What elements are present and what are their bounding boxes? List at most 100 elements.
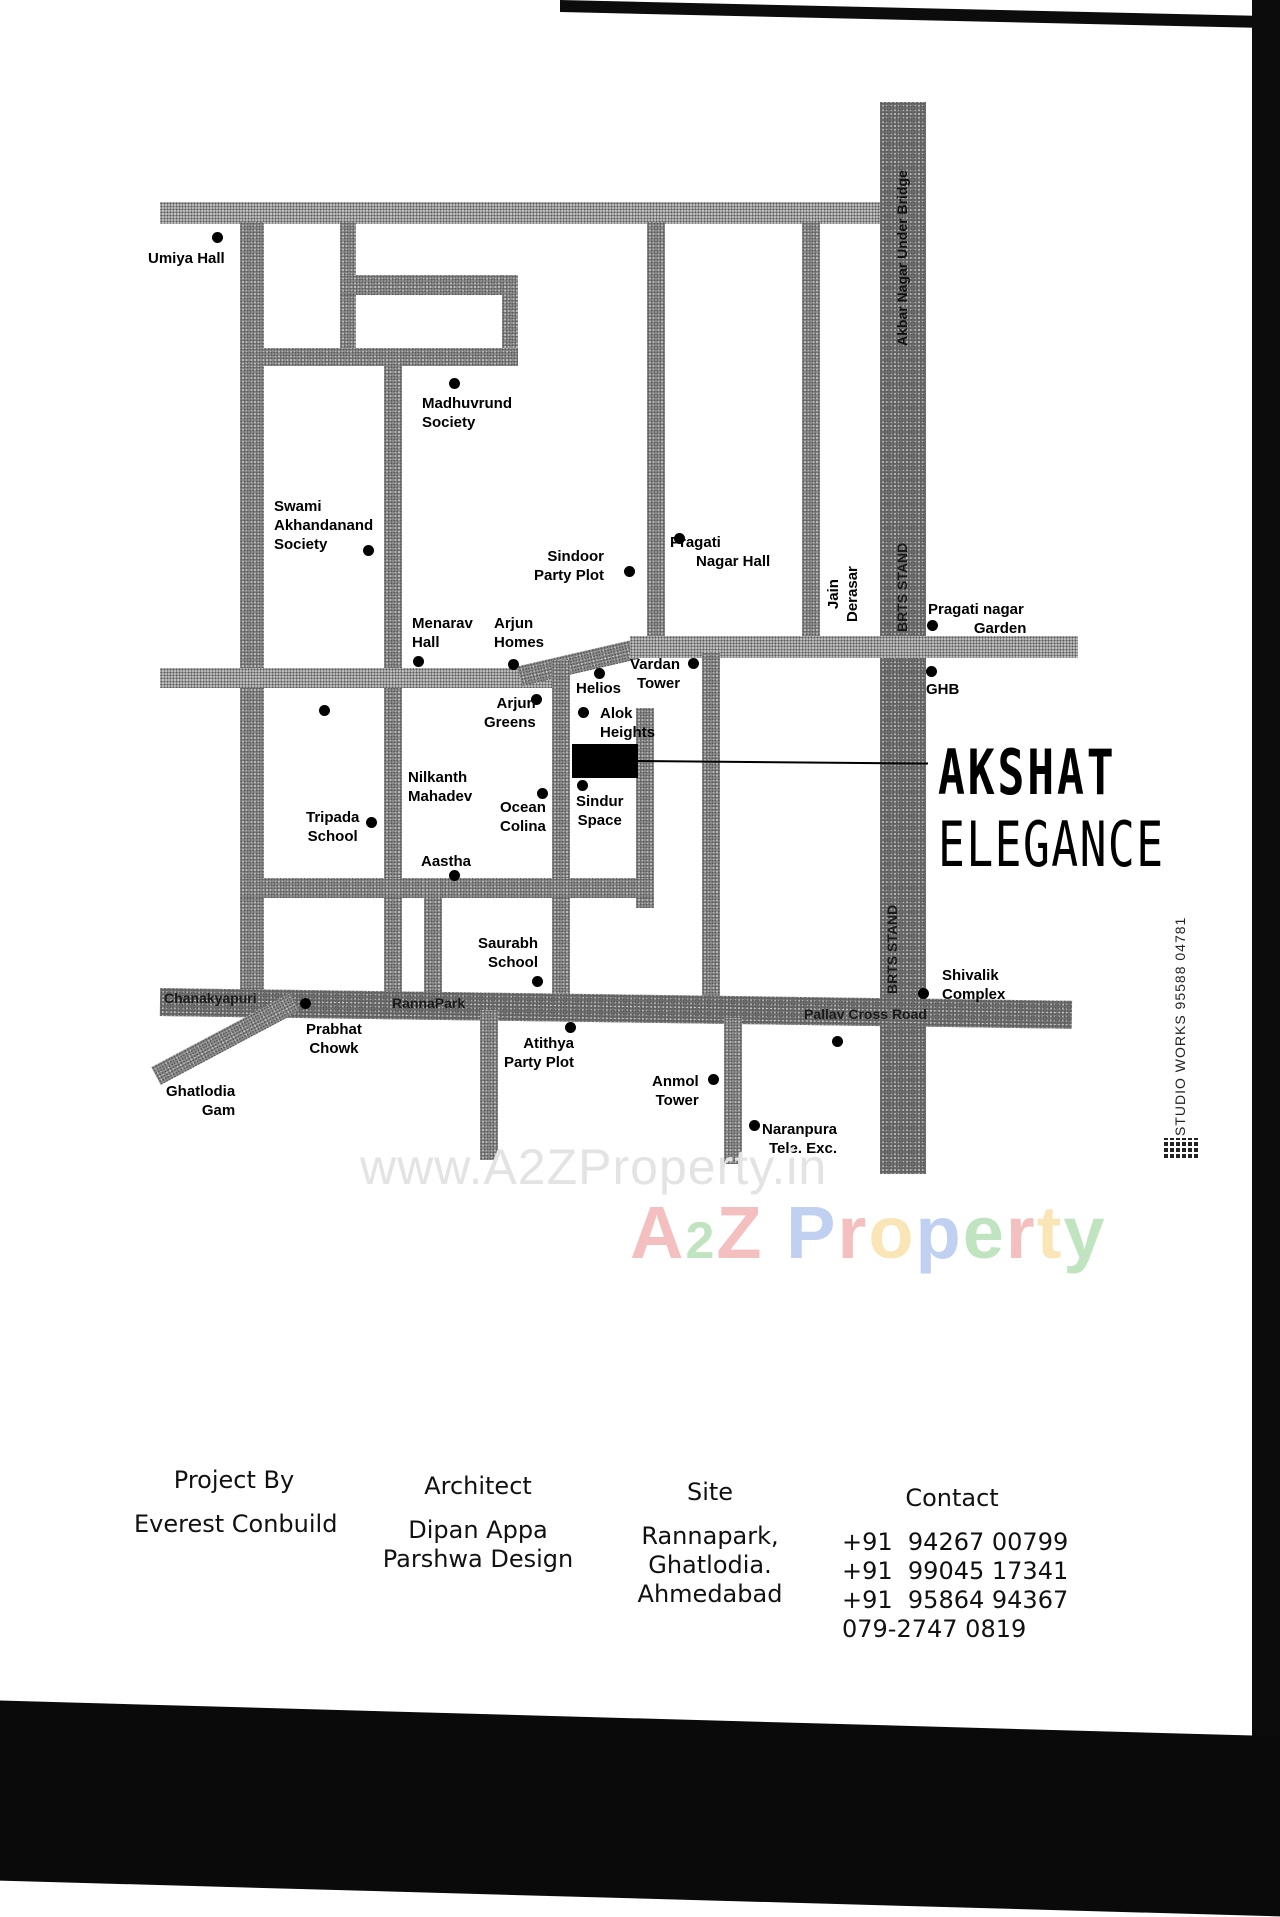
poi-marker-pallav-unnamed [832, 1036, 843, 1047]
poi-label-aastha: Aastha [421, 853, 472, 870]
road-loop-bottom [240, 348, 518, 366]
poi-marker-ghb [926, 666, 937, 677]
poi-marker-atithya-party-plot [565, 1022, 576, 1033]
poi-label-pragati-nagar-garden: Pragati nagar Garden [928, 601, 1027, 637]
road-saurabh-vertical [424, 878, 442, 996]
project-name-akshat: AKSHAT [938, 736, 1117, 809]
poi-marker-shivalik-complex [918, 988, 929, 999]
road-main-horizontal-west [160, 668, 560, 688]
road-label-pallav-cross-road: Pallav Cross Road [804, 1006, 927, 1022]
poi-label-umiya-hall: Umiya Hall [148, 250, 225, 267]
road-top-horizontal [160, 202, 900, 224]
poi-marker-ocean-colina [537, 788, 548, 799]
road-label-brts-stand-lower: BRTS STAND [884, 904, 900, 994]
poi-marker-helios [594, 668, 605, 679]
footer-contact-heading: Contact [905, 1484, 999, 1512]
poi-label-tripada-school: Tripada School [306, 809, 360, 845]
road-label-brts-stand-upper: BRTS STAND [894, 542, 910, 632]
poi-label-pragati-nagar-hall: Pragati Nagar Hall [670, 534, 771, 570]
wm-char: 2 [685, 1212, 717, 1270]
poi-marker-madhuvrund-society [449, 378, 460, 389]
poi-marker-alok-heights [578, 707, 589, 718]
poi-label-ghatlodia-gam: Ghatlodia Gam [166, 1083, 236, 1119]
poi-label-swami-akhandanand-society: Swami Akhandanand Society [274, 498, 374, 553]
poi-label-nilkanth-mahadev: Nilkanth Mahadev [408, 769, 473, 805]
road-alok-loop-vertical [636, 708, 654, 908]
road-helios-vertical [552, 660, 570, 996]
footer-site: Site Rannapark, Ghatlodia. Ahmedabad [620, 1478, 800, 1609]
poi-marker-arjun-greens [531, 694, 542, 705]
road-aastha-horizontal [240, 878, 654, 898]
wm-char: o [868, 1191, 916, 1274]
wm-char [764, 1191, 787, 1274]
designer-credit: STUDIO WORKS 95588 04781 [1172, 916, 1188, 1136]
poi-label-saurabh-school: Saurabh School [478, 935, 539, 971]
poi-label-alok-heights: Alok Heights [600, 705, 656, 741]
poi-label-sindoor-party-plot: Sindoor Party Plot [534, 548, 605, 584]
road-label-chanakyapuri: Chanakyapuri [164, 990, 257, 1006]
poi-label-naranpura-tele-exc: Naranpura Tele. Exc. [762, 1121, 838, 1157]
poi-marker-vardan-tower [688, 658, 699, 669]
road-loop-right [502, 275, 518, 365]
poi-label-madhuvrund-society: Madhuvrund Society [422, 395, 512, 431]
poi-marker-arjun-homes [508, 659, 519, 670]
poi-label-ocean-colina: Ocean Colina [500, 799, 546, 835]
poi-label-shivalik-complex: Shivalik Complex [942, 967, 1006, 1003]
poi-marker-sindoor-party-plot [624, 566, 635, 577]
poi-marker-aastha [449, 870, 460, 881]
poi-label-atithya-party-plot: Atithya Party Plot [504, 1035, 575, 1071]
poi-marker-swami-akhandanand-society [363, 545, 374, 556]
footer-architect-value: Dipan Appa Parshwa Design [382, 1516, 574, 1573]
wm-char: P [786, 1191, 838, 1274]
poi-label-arjun-greens: Arjun Greens [484, 695, 536, 731]
road-loop-top [340, 275, 518, 295]
poi-label-jain-derasar: Jain Derasar [825, 566, 861, 622]
poi-marker-pragati-nagar-hall [674, 533, 685, 544]
poi-marker-prabhat-chowk [300, 998, 311, 1009]
poi-marker-menarav-hall [413, 656, 424, 667]
poi-label-sindur-space: Sindur Space [576, 793, 624, 829]
wm-char: y [1063, 1191, 1107, 1274]
footer-project-by-value: Everest Conbuild [134, 1510, 338, 1538]
poi-marker-anmol-tower [708, 1074, 719, 1085]
road-label-rannapark: RannaPark [392, 995, 466, 1011]
wm-char: A [630, 1191, 686, 1274]
watermark-url: www.A2ZProperty.in [360, 1139, 828, 1195]
scan-border-bottom [0, 1700, 1280, 1917]
wm-char: p [915, 1191, 963, 1274]
road-west-vertical [240, 222, 264, 992]
poi-label-vardan-tower: Vardan Tower [630, 656, 681, 692]
poi-marker-tripada-school [366, 817, 377, 828]
road-sindoor-vertical [647, 222, 665, 640]
wm-char: r [1005, 1191, 1037, 1274]
poi-label-menarav-hall: Menarav Hall [412, 615, 473, 651]
footer-contact-value: +91 94267 00799 +91 99045 17341 +91 9586… [842, 1528, 1069, 1643]
studio-works-logo-icon [1162, 1138, 1198, 1160]
wm-char: e [962, 1191, 1006, 1274]
poi-marker-unnamed-west [319, 705, 330, 716]
wm-char: t [1036, 1191, 1064, 1274]
watermark-brand: A2Z Property [630, 1190, 1107, 1275]
footer-architect-heading: Architect [424, 1472, 532, 1500]
scan-border-right [1252, 0, 1280, 1821]
road-anmol-vertical [724, 1018, 742, 1164]
poi-label-anmol-tower: Anmol Tower [652, 1073, 699, 1109]
road-vardan-vertical [702, 652, 720, 1002]
poi-marker-saurabh-school [532, 976, 543, 987]
poi-label-helios: Helios [576, 680, 622, 697]
footer-site-heading: Site [686, 1478, 734, 1506]
poi-marker-sindur-space [577, 780, 588, 791]
road-main-horizontal-east [630, 636, 1078, 658]
footer-architect: Architect Dipan Appa Parshwa Design [378, 1472, 578, 1574]
project-name-elegance: ELEGANCE [938, 808, 1165, 881]
footer-site-value: Rannapark, Ghatlodia. Ahmedabad [637, 1522, 783, 1608]
poi-label-ghb: GHB [926, 681, 960, 698]
footer-project-by: Project By Everest Conbuild [134, 1466, 338, 1539]
akshat-elegance-site-marker [572, 744, 638, 778]
poi-label-arjun-homes: Arjun Homes [494, 615, 545, 651]
scan-border-top [560, 0, 1280, 29]
wm-char: Z [716, 1191, 764, 1274]
road-jain-derasar-vertical [802, 222, 820, 642]
footer-project-by-heading: Project By [173, 1466, 295, 1494]
